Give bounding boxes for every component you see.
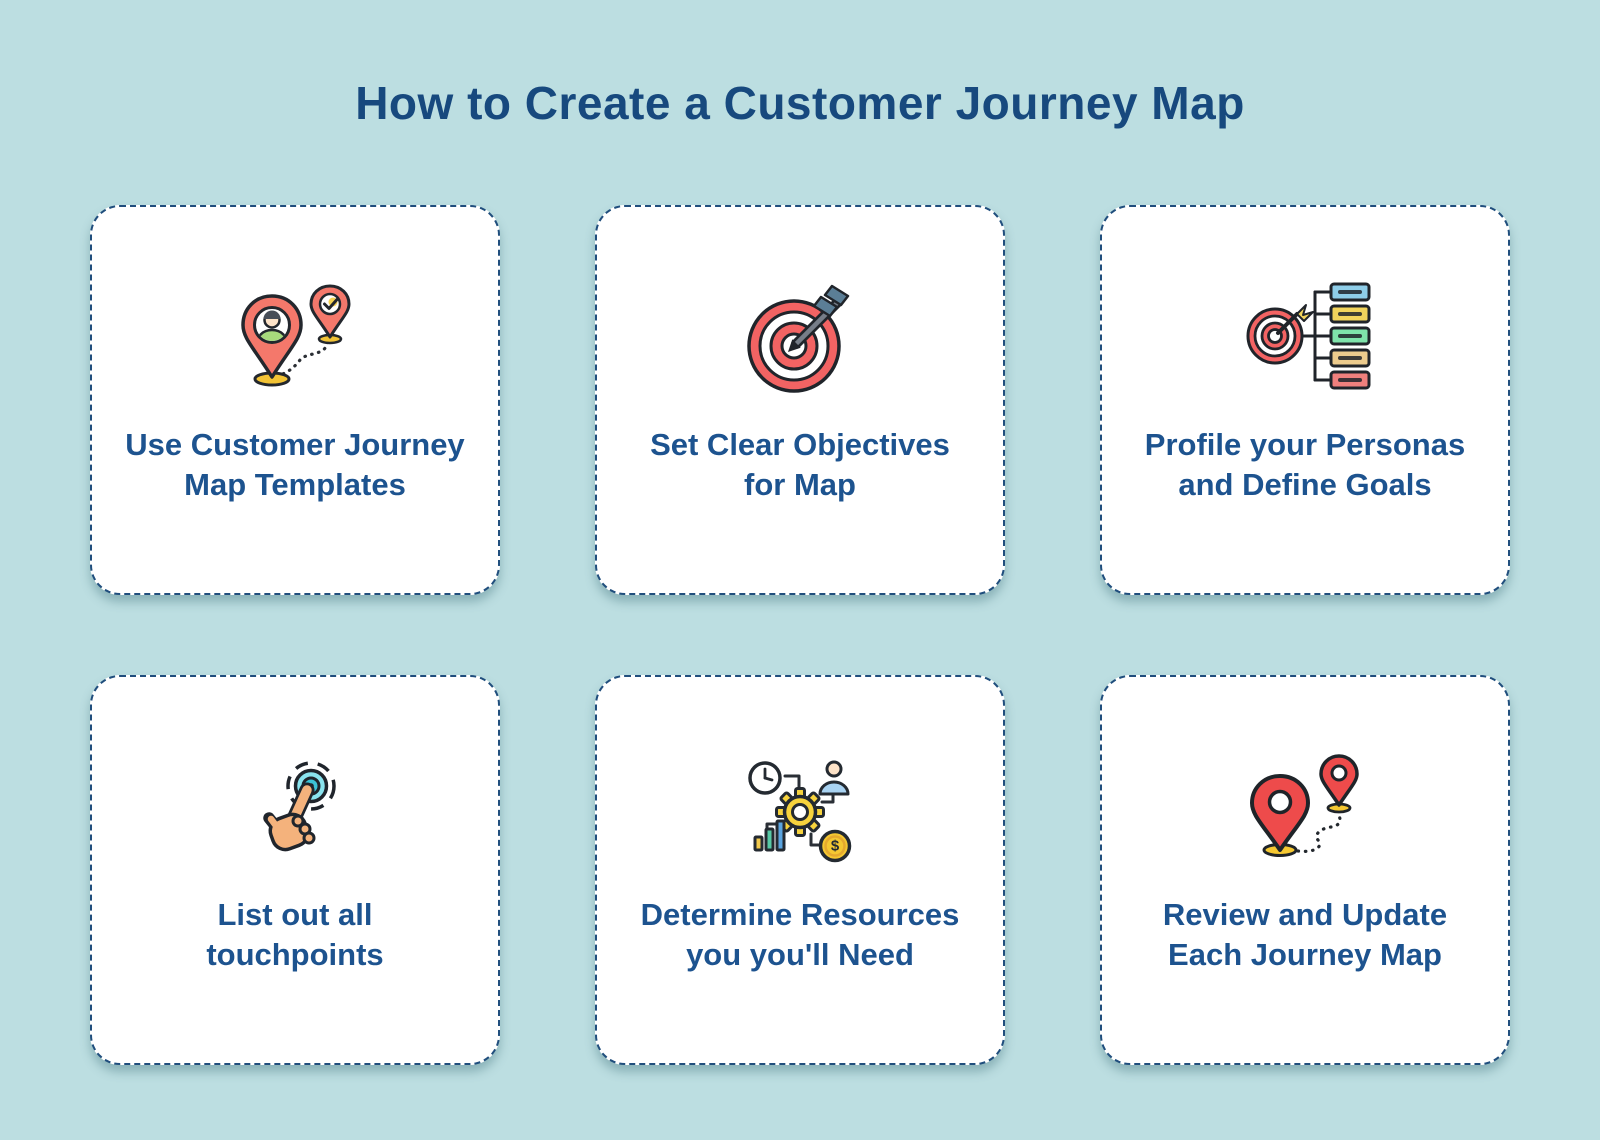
card-label-line1: Use Customer Journey — [125, 427, 465, 462]
card-label-line2: touchpoints — [206, 937, 384, 972]
journey-template-pins-icon — [230, 283, 360, 397]
card-label-line1: List out all — [217, 897, 373, 932]
card-label-line2: for Map — [744, 467, 856, 502]
card-list-touchpoints: List out all touchpoints — [90, 675, 500, 1065]
card-label-line1: Determine Resources — [640, 897, 960, 932]
svg-text:$: $ — [831, 838, 840, 855]
resources-icon: $ — [735, 753, 865, 867]
card-label: Profile your Personas and Define Goals — [1145, 425, 1465, 505]
target-arrow-svg — [747, 284, 850, 393]
persona-goals-icon — [1235, 282, 1375, 397]
persona-goals-svg — [1246, 282, 1371, 390]
card-use-templates: Use Customer Journey Map Templates — [90, 205, 500, 595]
route-pins-svg — [1250, 754, 1359, 857]
card-set-objectives: Set Clear Objectives for Map — [595, 205, 1005, 595]
card-label-line1: Profile your Personas — [1144, 427, 1466, 462]
target-arrow-icon — [740, 283, 860, 397]
page-title: How to Create a Customer Journey Map — [355, 77, 1245, 129]
card-label: Use Customer Journey Map Templates — [125, 425, 464, 505]
card-label-line1: Set Clear Objectives — [650, 427, 950, 462]
card-label-line2: Map Templates — [184, 467, 406, 502]
cards-grid: Use Customer Journey Map Templates Set C… — [90, 205, 1510, 1065]
route-pins-icon — [1240, 753, 1370, 867]
card-label: Set Clear Objectives for Map — [650, 425, 950, 505]
journey-template-pins-svg — [241, 284, 351, 387]
card-label: Review and Update Each Journey Map — [1163, 895, 1447, 975]
card-review-update: Review and Update Each Journey Map — [1100, 675, 1510, 1065]
card-label-line2: you you'll Need — [686, 937, 914, 972]
card-label: List out all touchpoints — [206, 895, 383, 975]
hand-tap-svg — [263, 761, 336, 852]
hand-tap-icon — [235, 753, 355, 867]
resources-svg: $ — [748, 760, 852, 863]
card-label-line1: Review and Update — [1162, 897, 1448, 932]
card-label: Determine Resources you you'll Need — [641, 895, 960, 975]
card-profile-personas: Profile your Personas and Define Goals — [1100, 205, 1510, 595]
card-label-line2: Each Journey Map — [1168, 937, 1442, 972]
card-label-line2: and Define Goals — [1178, 467, 1432, 502]
card-determine-resources: $ Determine Resources you you'll Need — [595, 675, 1005, 1065]
